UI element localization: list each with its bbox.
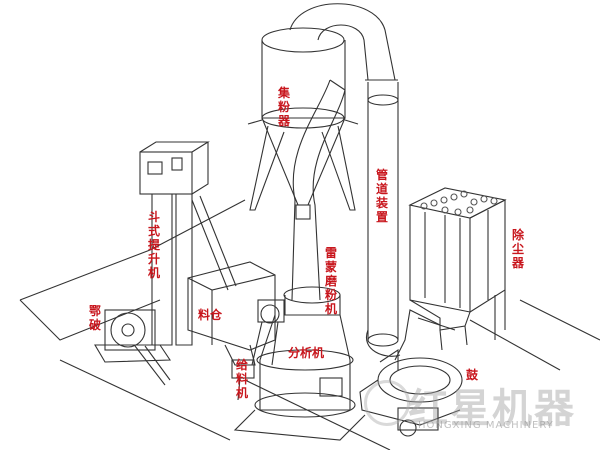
label-classifier: 分析机 bbox=[288, 346, 325, 360]
label-silo: 料仓 bbox=[198, 308, 223, 322]
label-bucket-elevator: 斗式提升机 bbox=[148, 210, 161, 280]
label-cyclone-collector: 集粉器 bbox=[278, 86, 291, 128]
label-raymond-mill: 雷蒙磨粉机 bbox=[325, 246, 338, 316]
dust-duct bbox=[394, 309, 456, 361]
dust-filter-bags bbox=[420, 190, 498, 216]
label-pipe-device: 管道装置 bbox=[376, 168, 389, 224]
label-jaw-crusher: 鄂破 bbox=[89, 304, 102, 332]
label-blower: 鼓 bbox=[466, 368, 479, 382]
pipe-vertical bbox=[365, 82, 401, 357]
return-pipe bbox=[291, 79, 346, 301]
label-feeder: 给料机 bbox=[236, 358, 249, 400]
brand-watermark: 红星机器 HONGXING MACHINERY bbox=[356, 376, 600, 450]
dust-remover bbox=[408, 187, 507, 351]
cyclone-collector bbox=[247, 27, 359, 220]
brand-logo-icon bbox=[364, 380, 410, 426]
jaw-crusher bbox=[94, 309, 172, 386]
bucket-elevator bbox=[139, 141, 237, 346]
watermark-brand-text: 红星机器 bbox=[408, 386, 576, 432]
feeder bbox=[231, 359, 255, 401]
watermark-subtitle: HONGXING MACHINERY bbox=[418, 420, 554, 431]
raymond-mill bbox=[233, 286, 366, 441]
label-dust-remover: 除尘器 bbox=[512, 228, 525, 270]
top-pipe bbox=[289, 3, 398, 81]
floor-outline bbox=[19, 199, 600, 450]
